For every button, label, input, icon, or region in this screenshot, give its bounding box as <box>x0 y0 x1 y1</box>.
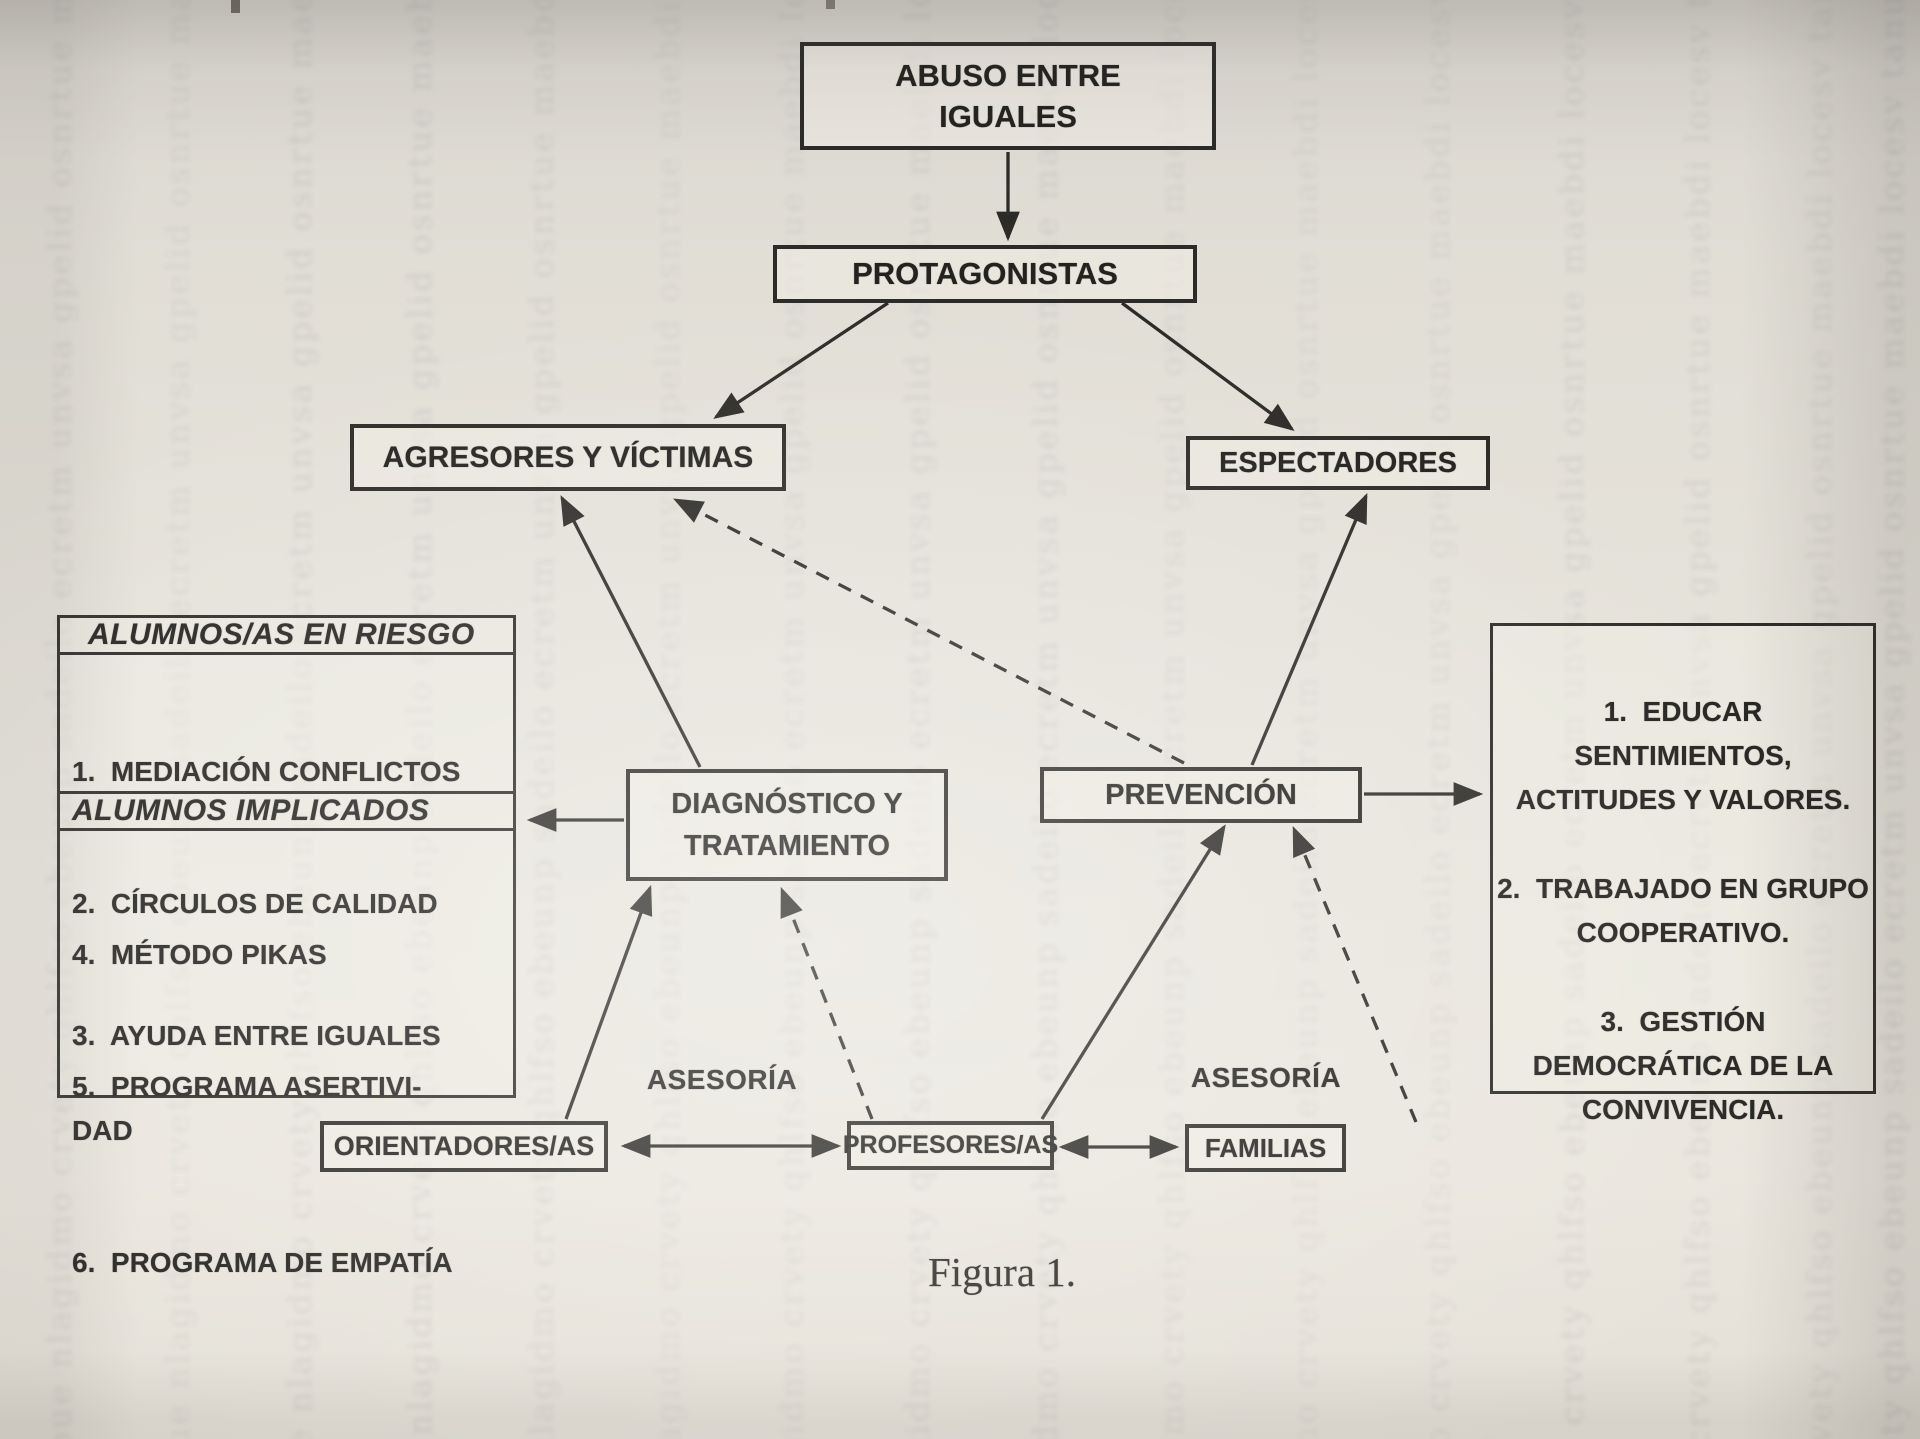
node-protagonistas: PROTAGONISTAS <box>773 245 1197 303</box>
node-profesores: PROFESORES/AS <box>843 1121 1058 1170</box>
risk-panel-list-1: 1. MEDIACIÓN CONFLICTOS 2. CÍRCULOS DE C… <box>60 655 513 1051</box>
risk-panel-list-2: 4. MÉTODO PIKAS 5. PROGRAMA ASERTIVI- DA… <box>60 831 513 1373</box>
risk-panel-header-alumnos-en-riesgo: ALUMNOS/AS EN RIESGO <box>60 618 513 655</box>
list-item: 1. MEDIACIÓN CONFLICTOS <box>72 756 461 787</box>
node-label: PROTAGONISTAS <box>852 256 1118 291</box>
arrow-protagonistas-to-espectadores <box>1121 301 1295 431</box>
list-item: 6. PROGRAMA DE EMPATÍA <box>72 1247 453 1278</box>
node-label: ESPECTADORES <box>1219 446 1457 479</box>
arrow-profesores-to-prevencion <box>1040 824 1226 1120</box>
page-edge-mark <box>826 0 835 9</box>
list-item: 5. PROGRAMA ASERTIVI- DAD <box>72 1071 422 1146</box>
figure-caption: Figura 1. <box>927 1249 1077 1295</box>
risk-panel: ALUMNOS/AS EN RIESGO 1. MEDIACIÓN CONFLI… <box>57 615 516 1278</box>
node-label: PROFESORES/AS <box>842 1131 1059 1159</box>
list-item: 4. MÉTODO PIKAS <box>72 939 327 970</box>
node-orientadores: ORIENTADORES/AS <box>320 1121 608 1172</box>
arrow-protagonistas-to-agresores <box>713 301 889 419</box>
dashed-arrow-familias-to-prevencion <box>1292 825 1418 1123</box>
node-espectadores: ESPECTADORES <box>1186 436 1490 490</box>
list-item: 1. EDUCAR SENTIMIENTOS, ACTITUDES Y VALO… <box>1515 696 1851 815</box>
arrow-prevencion-to-espectadores <box>1250 492 1368 766</box>
arrow-orientadores-to-diagnostico <box>564 884 653 1120</box>
node-diagnostico-y-tratamiento: DIAGNÓSTICO Y TRATAMIENTO <box>626 769 948 881</box>
panel-header-label: ALUMNOS IMPLICADOS <box>72 794 430 827</box>
list-item: 3. AYUDA ENTRE IGUALES <box>72 1020 441 1051</box>
node-familias: FAMILIAS <box>1185 1124 1346 1172</box>
page-edge-mark <box>231 0 240 13</box>
node-label: AGRESORES Y VÍCTIMAS <box>382 440 754 474</box>
prevention-panel: 1. EDUCAR SENTIMIENTOS, ACTITUDES Y VALO… <box>1490 623 1876 1125</box>
node-label: DIAGNÓSTICO Y TRATAMIENTO <box>671 788 903 862</box>
node-agresores-y-victimas: AGRESORES Y VÍCTIMAS <box>350 424 786 491</box>
node-label: FAMILIAS <box>1204 1132 1327 1163</box>
list-item: 3. GESTIÓN DEMOCRÁTICA DE LA CONVIVENCIA… <box>1532 1006 1834 1125</box>
list-item: 2. CÍRCULOS DE CALIDAD <box>72 888 438 919</box>
list-item: 2. TRABAJADO EN GRUPO COOPERATIVO. <box>1497 873 1869 948</box>
arrow-diagnostico-to-agresores <box>560 495 702 768</box>
dashed-arrow-profesores-to-diagnostico <box>780 886 874 1120</box>
risk-panel-header-alumnos-implicados: ALUMNOS IMPLICADOS <box>60 794 513 831</box>
panel-header-label: ALUMNOS/AS EN RIESGO <box>88 618 475 651</box>
asesoria-label-left: ASESORÍA <box>646 1064 798 1095</box>
node-label: ABUSO ENTRE IGUALES <box>895 58 1121 134</box>
node-label: PREVENCIÓN <box>1105 778 1297 811</box>
node-abuso-entre-iguales: ABUSO ENTRE IGUALES <box>800 42 1216 150</box>
asesoria-label-right: ASESORÍA <box>1190 1062 1342 1093</box>
dashed-arrow-prevencion-to-agresores <box>673 498 1185 765</box>
node-label: ORIENTADORES/AS <box>333 1131 595 1161</box>
node-prevencion: PREVENCIÓN <box>1040 767 1362 823</box>
